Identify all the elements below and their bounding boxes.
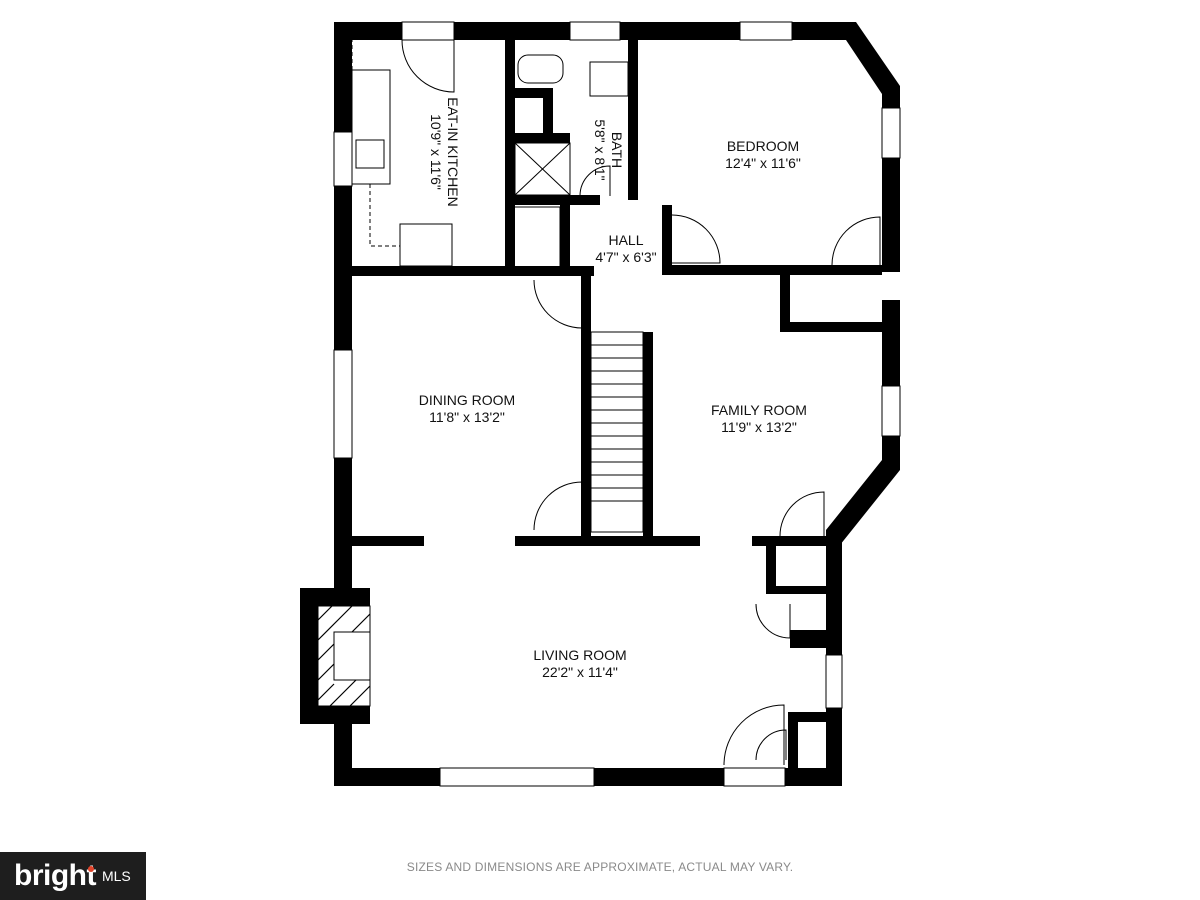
fireplace-hatch — [317, 605, 371, 707]
disclaimer-text: SIZES AND DIMENSIONS ARE APPROXIMATE, AC… — [406, 860, 794, 874]
bath-dims: 5'8" x 8'1" — [592, 119, 608, 180]
dining-dims: 11'8" x 13'2" — [429, 409, 505, 425]
logo-accent-dot — [88, 866, 94, 872]
bedroom-dims: 12'4" x 11'6" — [725, 155, 801, 171]
living-dims: 22'2" x 11'4" — [542, 664, 618, 680]
bedroom-name: BEDROOM — [727, 138, 799, 154]
logo-brand: bright — [14, 859, 96, 892]
bright-mls-logo: bright MLS — [0, 852, 146, 900]
family-dims: 11'9" x 13'2" — [721, 419, 797, 435]
kitchen-dims: 10'9" x 11'6" — [428, 114, 444, 190]
doors — [401, 39, 881, 766]
kitchen-name: EAT-IN KITCHEN — [445, 97, 461, 206]
living-name: LIVING ROOM — [533, 647, 626, 663]
dining-name: DINING ROOM — [419, 392, 515, 408]
windows — [333, 21, 901, 787]
stairs — [590, 331, 644, 533]
room-labels: EAT-IN KITCHEN 10'9" x 11'6" BATH 5'8" x… — [419, 97, 807, 680]
hall-dims: 4'7" x 6'3" — [595, 249, 656, 265]
hall-name: HALL — [608, 232, 643, 248]
bath-name: BATH — [609, 132, 625, 168]
logo-suffix: MLS — [101, 868, 131, 884]
fixtures — [351, 40, 629, 268]
family-name: FAMILY ROOM — [711, 402, 807, 418]
